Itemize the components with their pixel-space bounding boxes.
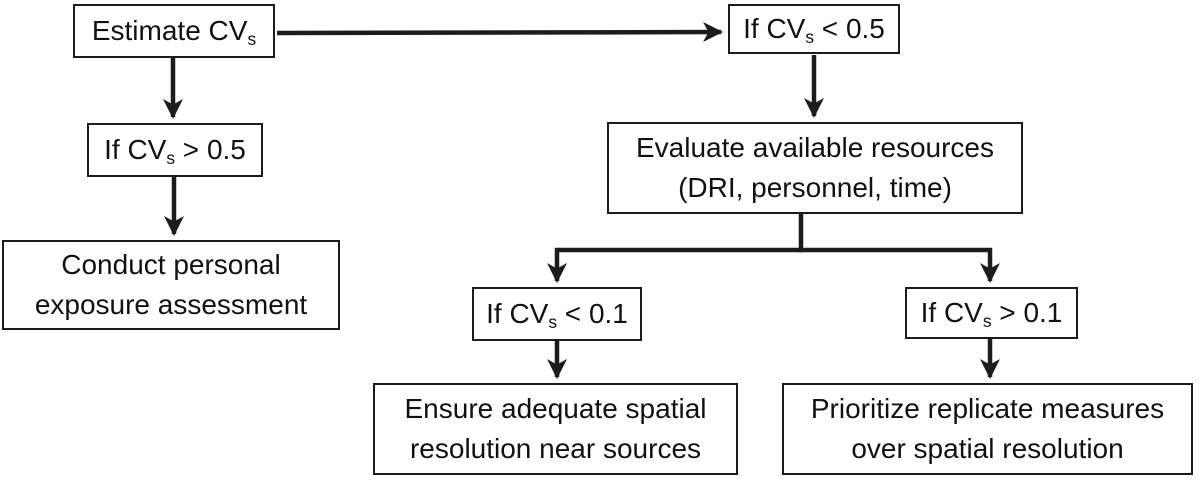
- node-if-cvs-gt-0.1: If CVs > 0.1: [905, 287, 1078, 339]
- node-ensure-spatial: Ensure adequate spatial resolution near …: [373, 383, 738, 475]
- arrow-evaluate-to-if-gt-01: [799, 247, 1000, 283]
- node-evaluate-resources-line2: (DRI, personnel, time): [678, 172, 952, 203]
- node-if-cvs-lt-0.1-label: If CVs < 0.1: [486, 298, 628, 332]
- node-evaluate-resources-line1: Evaluate available resources: [636, 132, 994, 163]
- node-estimate-cvs-label: Estimate CVs: [91, 15, 257, 49]
- node-if-cvs-gt-0.1-label: If CVs > 0.1: [920, 297, 1063, 331]
- node-ensure-spatial-line1: Ensure adequate spatial: [404, 393, 707, 424]
- node-estimate-cvs: Estimate CVs: [73, 4, 275, 58]
- node-if-cvs-lt-0.5: If CVs < 0.5: [728, 4, 900, 54]
- node-prioritize-replicates-line1: Prioritize replicate measures: [810, 393, 1165, 424]
- node-if-cvs-gt-0.5: If CVs > 0.5: [87, 123, 263, 177]
- arrow-estimate-to-if-lt-05: [276, 22, 723, 43]
- node-if-cvs-lt-0.5-label: If CVs < 0.5: [743, 13, 885, 47]
- node-ensure-spatial-line2: resolution near sources: [409, 433, 702, 464]
- cv-subscript: s: [247, 28, 257, 49]
- cv-subscript: s: [548, 311, 558, 332]
- node-evaluate-resources: Evaluate available resources (DRI, perso…: [607, 122, 1023, 214]
- node-conduct-assessment-line2: exposure assessment: [34, 289, 308, 320]
- node-prioritize-replicates-line2: over spatial resolution: [851, 433, 1124, 464]
- node-if-cvs-gt-0.5-label: If CVs > 0.5: [104, 134, 246, 168]
- node-conduct-assessment-line1: Conduct personal: [61, 249, 281, 280]
- arrow-evaluate-to-if-lt-01: [547, 247, 803, 283]
- cv-subscript: s: [982, 310, 992, 331]
- node-if-cvs-lt-0.1: If CVs < 0.1: [472, 287, 642, 341]
- node-conduct-assessment: Conduct personal exposure assessment: [2, 240, 340, 330]
- cv-subscript: s: [166, 147, 176, 168]
- cv-subscript: s: [805, 26, 815, 47]
- node-prioritize-replicates: Prioritize replicate measures over spati…: [782, 383, 1193, 475]
